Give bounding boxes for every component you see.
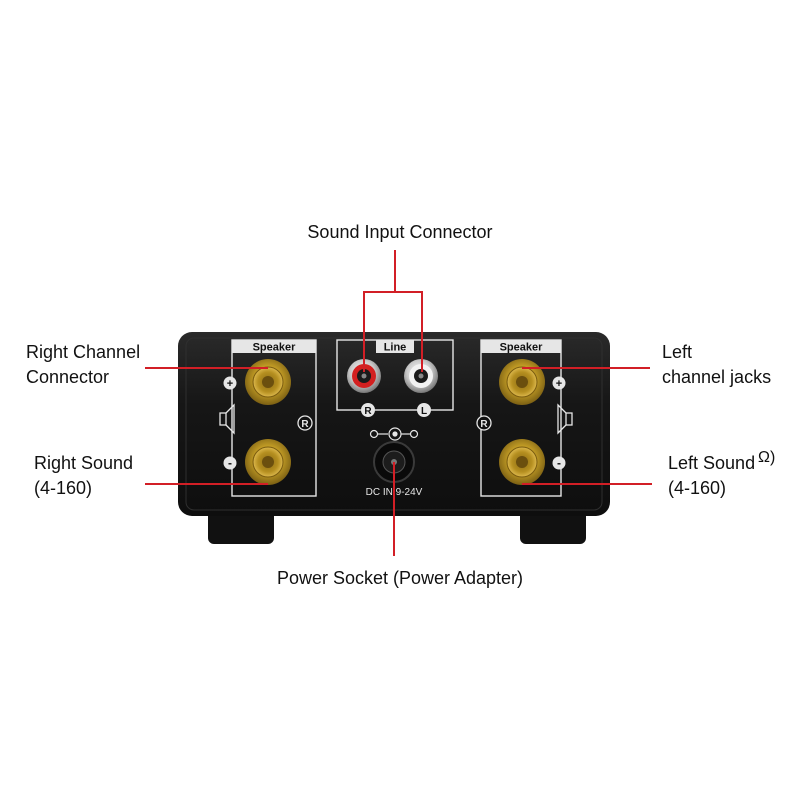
left-sound-label-2: (4-160) bbox=[668, 478, 727, 498]
minus-text-left: - bbox=[228, 456, 232, 470]
speaker-frame-left: Speaker + - R bbox=[219, 339, 317, 497]
speaker-label-left: Speaker bbox=[253, 342, 297, 354]
rca-l-text: L bbox=[421, 406, 427, 417]
line-label: Line bbox=[384, 342, 407, 354]
leader-sound-input bbox=[363, 250, 396, 372]
r-text-left: R bbox=[301, 419, 309, 430]
r-marker-left bbox=[297, 415, 313, 431]
minus-marker-right bbox=[552, 456, 566, 470]
speaker-symbol-icon bbox=[219, 403, 235, 435]
dc-polarity-icon bbox=[369, 427, 419, 441]
r-marker-right bbox=[476, 415, 492, 431]
right-sound-label-1: Right Sound bbox=[34, 453, 134, 473]
line-input-frame: Line R L bbox=[336, 339, 454, 417]
plus-marker-left bbox=[223, 376, 237, 390]
r-text-right: R bbox=[480, 419, 488, 430]
right-foot bbox=[520, 508, 586, 544]
leader-sound-input-l bbox=[395, 291, 423, 372]
rca-r-marker bbox=[361, 403, 375, 417]
left-channel-label-2: channel jacks bbox=[662, 367, 772, 387]
right-channel-label-1: Right Channel bbox=[26, 342, 141, 362]
speaker-frame-right: Speaker + - R bbox=[476, 339, 573, 497]
plus-text-left: + bbox=[227, 378, 233, 390]
plus-text-right: + bbox=[556, 378, 562, 390]
right-sound-label-2: (4-160) bbox=[34, 478, 93, 498]
left-foot bbox=[208, 508, 274, 544]
minus-text-right: - bbox=[557, 456, 561, 470]
minus-marker-left bbox=[223, 456, 237, 470]
left-sound-label-1: Left Sound bbox=[668, 453, 756, 473]
right-channel-label-2: Connector bbox=[26, 367, 110, 387]
speaker-label-right: Speaker bbox=[500, 342, 544, 354]
rca-l-marker bbox=[417, 403, 431, 417]
plus-marker-right bbox=[552, 376, 566, 390]
power-socket-label: Power Socket (Power Adapter) bbox=[276, 568, 524, 588]
left-sound-ohm: Ω) bbox=[758, 449, 776, 466]
rca-r-text: R bbox=[364, 406, 372, 417]
sound-input-label: Sound Input Connector bbox=[307, 222, 493, 242]
left-channel-label-1: Left bbox=[662, 342, 693, 362]
leader-lines bbox=[145, 250, 652, 556]
speaker-symbol-icon bbox=[557, 403, 573, 435]
